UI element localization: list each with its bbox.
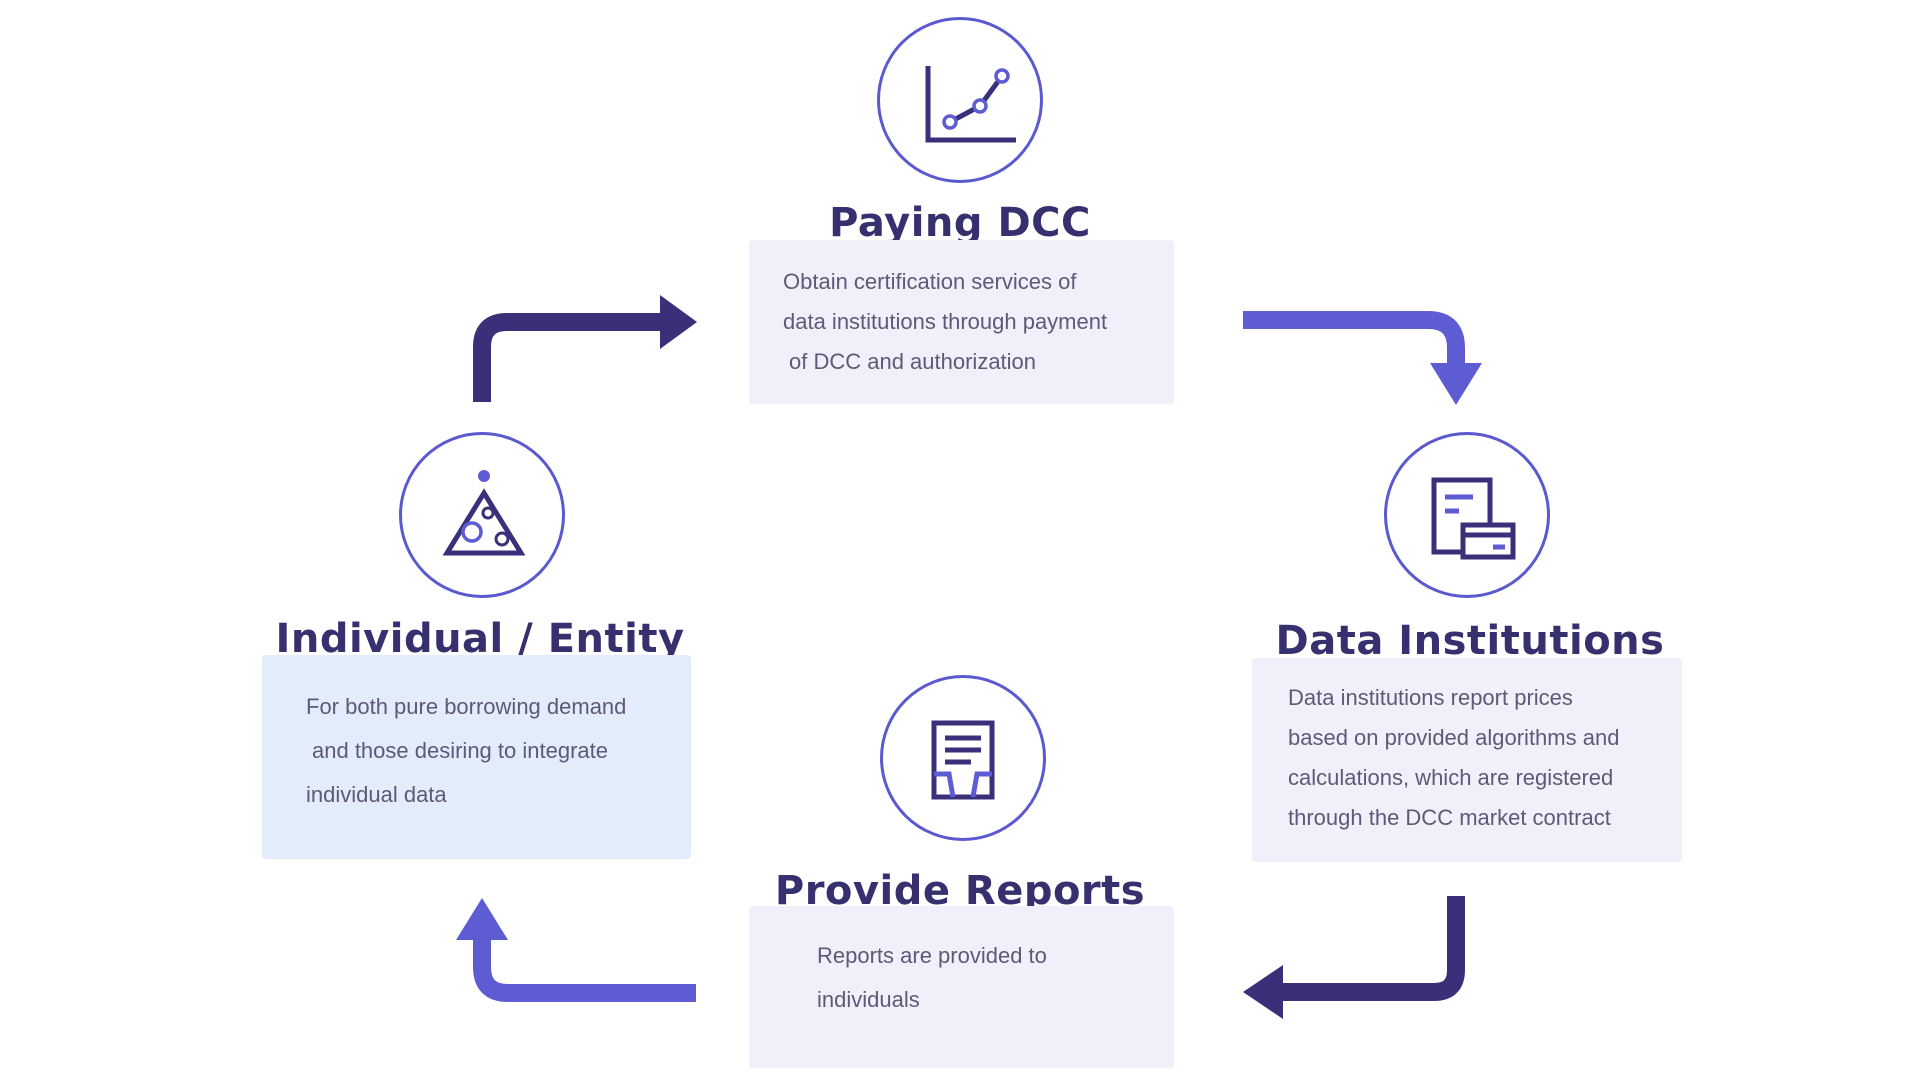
arrow-reports-to-individual [456,898,696,1002]
reports-line-1: Reports are provided to [817,943,1047,968]
institutions-title: Data Institutions [1275,618,1665,664]
document-card-icon [1431,477,1516,560]
triangle-shapes-icon [442,470,526,556]
individual-line-1: For both pure borrowing demand [306,694,627,719]
institutions-line-3: calculations, which are registered [1288,765,1614,790]
institutions-line-1: Data institutions report prices [1288,685,1573,710]
institutions-icon-circle [1384,432,1550,598]
institutions-line-4: through the DCC market contract [1288,805,1611,830]
reports-description: Reports are provided to individuals [749,906,1174,1068]
institutions-line-2: based on provided algorithms and [1288,725,1620,750]
reports-line-2: individuals [817,987,920,1012]
arrow-institutions-to-reports [1243,896,1465,1019]
paying-line-1: Obtain certification services of [783,269,1077,294]
individual-icon-circle [399,432,565,598]
paying-line-2: data institutions through payment [783,309,1108,334]
reports-icon-circle [880,675,1046,841]
arrow-individual-to-paying [473,295,697,402]
paying-title: Paying DCC [829,200,1091,246]
arrow-paying-to-institutions [1243,311,1482,405]
individual-description: For both pure borrowing demand and those… [262,655,691,859]
individual-title: Individual / Entity [275,616,685,662]
individual-line-2: and those desiring to integrate [312,738,608,763]
paying-description: Obtain certification services of data in… [749,240,1174,404]
paying-line-3: of DCC and authorization [789,349,1037,374]
line-chart-icon [925,66,1016,143]
report-document-icon [931,720,995,800]
institutions-description: Data institutions report prices based on… [1252,658,1682,862]
paying-icon-circle [877,17,1043,183]
individual-line-3: individual data [306,782,447,807]
